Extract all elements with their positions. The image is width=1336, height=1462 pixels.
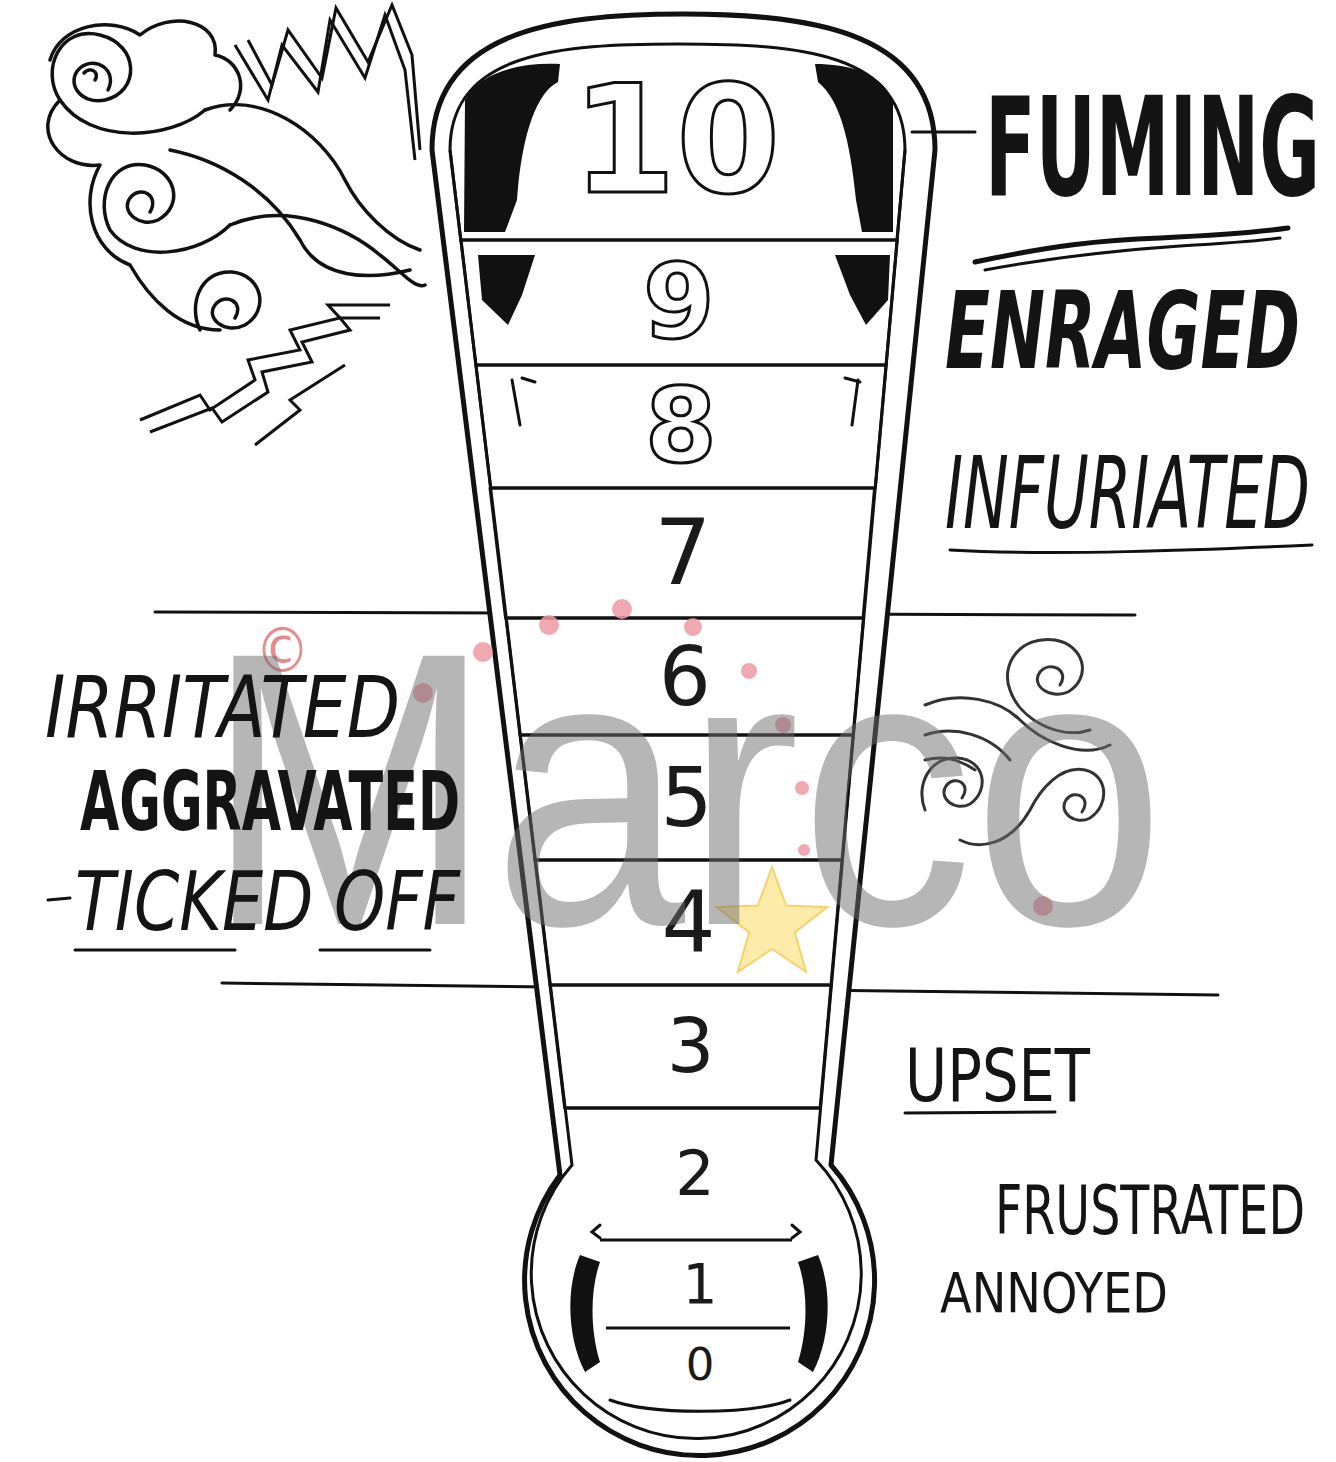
band-line [550,985,831,1108]
smoke-line [230,216,425,286]
band-number: 3 [667,1009,715,1084]
hatch-mark [845,378,860,382]
hatch-mark [512,380,520,425]
thermometer-band: 0 [560,1328,840,1400]
shading-blob [464,64,560,232]
hatch-mark [792,1225,800,1238]
thermometer-band: 9 [461,240,897,365]
swirl [104,165,230,253]
lightning-bolt [235,15,415,160]
anger-word: FUMING [985,79,1320,216]
leader-line [912,131,975,134]
anger-word: IRRITATED [45,665,400,750]
anger-word: ENRAGED [945,278,1300,385]
thermometer-band: 3 [550,985,831,1108]
lightning-bolt [248,5,420,150]
leader-line [48,898,70,900]
lightning-bolt [140,305,390,420]
band-line [450,44,905,240]
band-number: 2 [675,1143,714,1205]
shading-blob [478,255,535,325]
lightning-bolt [255,365,345,445]
band-line [461,240,897,365]
anger-word: FRUSTRATED [995,1177,1305,1245]
band-number: 7 [654,508,711,598]
band-line [476,365,886,488]
shading-blob [570,1255,600,1372]
underline [950,545,1312,553]
thermometer-band: 8 [476,365,886,488]
underline [975,228,1288,262]
underline [985,238,1280,270]
band-number: 8 [645,375,717,478]
shading-blob [815,64,893,232]
hatch-mark [610,1400,790,1411]
anger-word: AGGRAVATED [80,761,460,843]
shading-blob [798,1255,828,1372]
smoke-line [170,150,410,276]
hatch-mark [522,378,535,382]
thermometer-band: 1 [560,1240,840,1328]
lightning-bolts [140,5,420,445]
band-number: 0 [686,1342,715,1387]
thermometer-band: 2 [560,1108,830,1240]
underline [905,1112,1055,1113]
lightning-bolt [150,318,380,432]
band-number: 1 [683,1257,718,1312]
swirl [84,70,96,80]
swirl [52,34,205,134]
shading-blob [835,255,890,325]
anger-word: ANNOYED [940,1266,1168,1321]
smoke-line [48,100,220,330]
band-line [565,1107,820,1110]
swirl [195,272,259,330]
band-number: 10 [572,65,781,215]
anger-word: UPSET [905,1039,1090,1112]
hatch-mark [852,380,858,425]
band-number: 9 [643,251,715,354]
anger-word: INFURIATED [945,444,1310,544]
band-line [600,1239,792,1242]
thermometer-band: 10 [440,40,912,240]
hatch-mark [592,1225,600,1238]
anger-word: TICKED OFF [75,861,460,943]
band-line [606,1327,790,1330]
swirl [50,21,241,110]
